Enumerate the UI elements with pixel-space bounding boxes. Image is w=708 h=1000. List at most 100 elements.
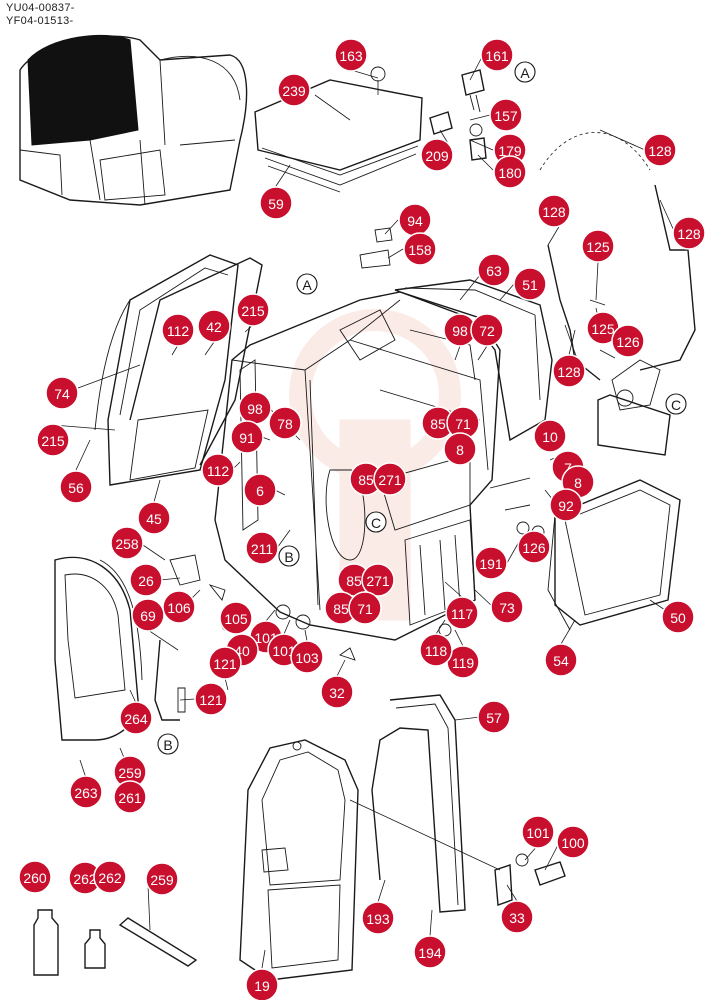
callout-78[interactable]: 78 <box>268 406 302 440</box>
callout-163[interactable]: 163 <box>334 38 368 72</box>
callout-259[interactable]: 259 <box>145 862 179 896</box>
svg-text:C: C <box>671 397 681 413</box>
leader-line <box>153 479 161 503</box>
callout-101[interactable]: 101 <box>521 815 555 849</box>
callout-128[interactable]: 128 <box>552 354 586 388</box>
callout-98[interactable]: 98 <box>238 391 272 425</box>
callout-209[interactable]: 209 <box>420 138 454 172</box>
leader-line <box>265 609 276 622</box>
callout-128[interactable]: 128 <box>537 194 571 228</box>
leader-line <box>429 909 433 937</box>
callout-106[interactable]: 106 <box>162 590 196 624</box>
callout-193[interactable]: 193 <box>361 901 395 935</box>
callout-94[interactable]: 94 <box>398 203 432 237</box>
callout-211[interactable]: 211 <box>245 531 279 565</box>
callout-92[interactable]: 92 <box>549 488 583 522</box>
callout-158[interactable]: 158 <box>403 232 437 266</box>
callout-91[interactable]: 91 <box>230 420 264 454</box>
ref-letter-a: A <box>514 61 536 83</box>
callout-261[interactable]: 261 <box>113 780 147 814</box>
callout-263[interactable]: 263 <box>69 775 103 809</box>
cab-door <box>239 739 359 981</box>
callout-194[interactable]: 194 <box>413 935 447 969</box>
machine-overview <box>19 34 248 206</box>
cab-frame <box>214 291 501 641</box>
leader-line <box>454 629 464 647</box>
callout-54[interactable]: 54 <box>544 643 578 677</box>
callout-125[interactable]: 125 <box>581 229 615 263</box>
callout-161[interactable]: 161 <box>480 38 514 72</box>
callout-118[interactable]: 118 <box>419 633 453 667</box>
leader-line <box>469 139 494 151</box>
model-code-1: YU04-00837- <box>6 2 75 14</box>
leader-line <box>224 677 229 691</box>
callout-191[interactable]: 191 <box>474 546 508 580</box>
leader-line <box>649 599 666 611</box>
leader-line <box>283 619 291 635</box>
callout-262[interactable]: 262 <box>93 860 127 894</box>
accessories <box>33 909 198 976</box>
callout-51[interactable]: 51 <box>513 267 547 301</box>
callout-10[interactable]: 10 <box>533 419 567 453</box>
callout-57[interactable]: 57 <box>477 700 511 734</box>
leader-line <box>377 879 386 903</box>
callout-26[interactable]: 26 <box>129 563 163 597</box>
callout-72[interactable]: 72 <box>470 313 504 347</box>
callout-33[interactable]: 33 <box>500 900 534 934</box>
leader-line <box>79 759 87 779</box>
callout-71[interactable]: 71 <box>348 591 382 625</box>
callout-74[interactable]: 74 <box>45 376 79 410</box>
leader-line <box>52 424 116 431</box>
callout-63[interactable]: 63 <box>477 253 511 287</box>
leader-line <box>477 154 494 171</box>
callout-100[interactable]: 100 <box>556 825 590 859</box>
callout-32[interactable]: 32 <box>320 675 354 709</box>
right-side-window <box>547 479 681 631</box>
callout-59[interactable]: 59 <box>259 186 293 220</box>
door-seal <box>371 694 466 913</box>
callout-260[interactable]: 260 <box>18 860 52 894</box>
callout-271[interactable]: 271 <box>373 462 407 496</box>
callout-121[interactable]: 121 <box>208 646 242 680</box>
leader-line <box>477 345 488 361</box>
callout-112[interactable]: 112 <box>161 313 195 347</box>
callout-6[interactable]: 6 <box>243 473 277 507</box>
callout-112[interactable]: 112 <box>201 453 235 487</box>
callout-45[interactable]: 45 <box>137 501 171 535</box>
leader-line <box>659 199 676 234</box>
callout-50[interactable]: 50 <box>661 600 695 634</box>
callout-157[interactable]: 157 <box>489 98 523 132</box>
callout-215[interactable]: 215 <box>36 423 70 457</box>
callout-105[interactable]: 105 <box>219 601 253 635</box>
callout-215[interactable]: 215 <box>236 293 270 327</box>
callout-128[interactable]: 128 <box>643 133 677 167</box>
callout-69[interactable]: 69 <box>131 598 165 632</box>
callout-56[interactable]: 56 <box>59 470 93 504</box>
leader-line <box>435 619 446 635</box>
callout-8[interactable]: 8 <box>443 432 477 466</box>
callout-42[interactable]: 42 <box>197 309 231 343</box>
leader-line <box>387 248 404 259</box>
leader-line <box>276 529 291 549</box>
callout-264[interactable]: 264 <box>119 701 153 735</box>
roof-window <box>254 79 423 193</box>
leader-line <box>454 345 461 361</box>
leader-line <box>568 329 576 356</box>
callout-128[interactable]: 128 <box>672 216 706 250</box>
leader-line <box>599 129 646 151</box>
callout-239[interactable]: 239 <box>277 73 311 107</box>
callout-19[interactable]: 19 <box>245 968 279 1000</box>
leader-line <box>304 629 308 642</box>
callout-117[interactable]: 117 <box>445 596 479 630</box>
callout-73[interactable]: 73 <box>490 590 524 624</box>
callout-126[interactable]: 126 <box>611 324 645 358</box>
callout-121[interactable]: 121 <box>194 682 228 716</box>
leader-line <box>444 581 463 598</box>
callout-103[interactable]: 103 <box>290 640 324 674</box>
callout-126[interactable]: 126 <box>517 530 551 564</box>
ref-letter-c: C <box>365 511 387 533</box>
callout-258[interactable]: 258 <box>110 526 144 560</box>
callout-180[interactable]: 180 <box>493 155 527 189</box>
callout-271[interactable]: 271 <box>361 563 395 597</box>
